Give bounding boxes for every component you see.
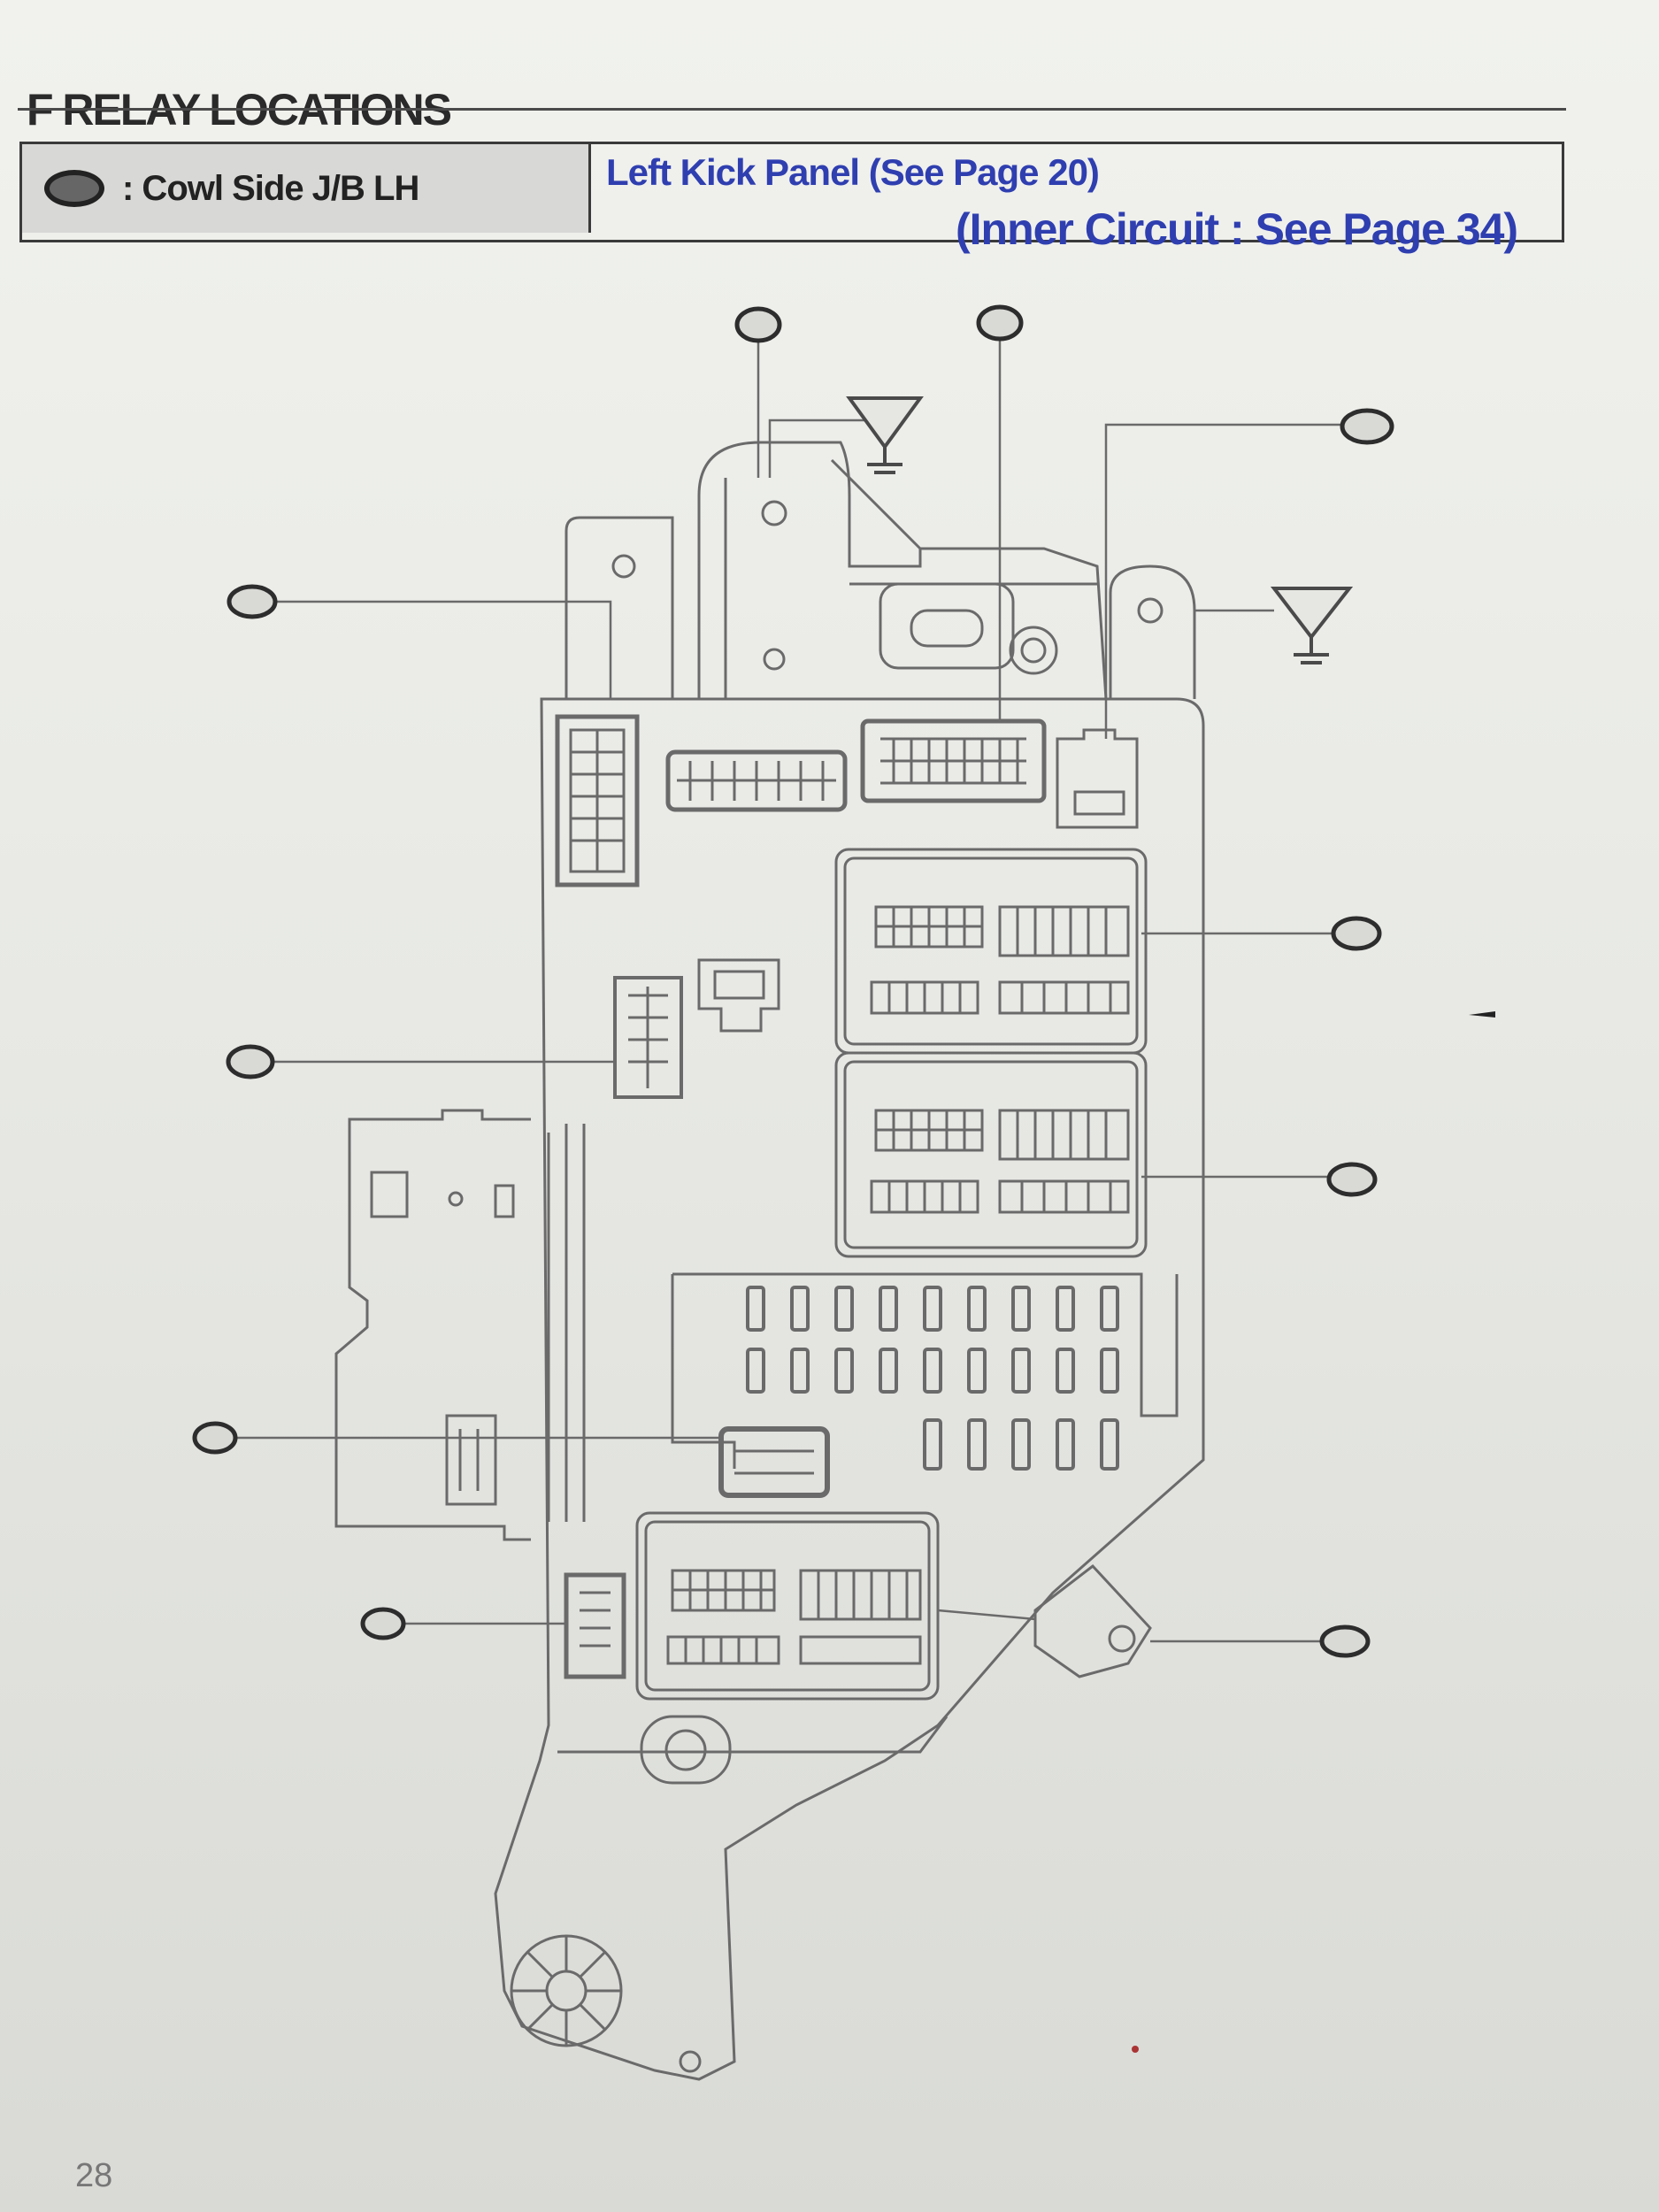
connector-callout-icon	[1340, 408, 1394, 445]
top-bracket-center	[697, 441, 1108, 700]
connector-callout-icon	[192, 1421, 238, 1455]
ground-tab	[1109, 565, 1196, 699]
oval-hole	[910, 609, 984, 648]
stud-washer-inner	[1020, 637, 1047, 664]
left-side-module	[334, 1109, 586, 1541]
fuse-row-middle	[746, 1348, 1119, 1394]
connector-top-left	[555, 714, 640, 887]
block-inner-edge	[557, 1716, 949, 1754]
fuse-row-top	[746, 1286, 1119, 1332]
relay-block-upper	[834, 848, 1148, 1055]
mount-hole	[761, 500, 787, 526]
ground-tab-hole	[1137, 597, 1164, 624]
mount-hole	[679, 2050, 702, 2073]
lower-right-bracket	[1033, 1563, 1152, 1678]
connector-top-center	[665, 749, 848, 812]
junction-block-outline	[494, 697, 1205, 2081]
top-bracket	[565, 516, 674, 699]
junction-block-label: : Cowl Side J/B LH	[122, 168, 419, 208]
connector-callout-icon	[1331, 916, 1382, 951]
bracket-hole	[1108, 1624, 1136, 1653]
connector-callout-icon	[226, 1044, 275, 1079]
connector-callout-icon	[734, 306, 782, 343]
connector-lower-center	[718, 1426, 830, 1498]
inner-circuit-link[interactable]: (Inner Circuit : See Page 34)	[956, 204, 1518, 254]
page-number: 28	[75, 2157, 113, 2194]
oval-recess	[879, 582, 1015, 670]
connector-callout-icon	[227, 584, 278, 619]
mount-wheel	[510, 1934, 623, 2047]
title-divider	[18, 108, 1566, 111]
connector-callout-icon	[1319, 1624, 1371, 1658]
bracket-slope	[830, 458, 922, 550]
fuse-row-bottom	[923, 1418, 1119, 1471]
location-info-box: : Cowl Side J/B LH Left Kick Panel (See …	[19, 142, 1564, 242]
key-cell: : Cowl Side J/B LH	[22, 144, 591, 233]
ground-symbol-icon	[1270, 587, 1354, 664]
fuse-panel	[671, 1272, 1179, 1469]
relay-block-middle	[834, 1051, 1148, 1258]
leader-lines	[234, 341, 1340, 1643]
location-link[interactable]: Left Kick Panel (See Page 20)	[606, 151, 1100, 193]
stray-mark	[1132, 2046, 1139, 2053]
connector-top-right	[860, 718, 1047, 803]
bottom-mount-hole-inner	[664, 1729, 707, 1771]
stray-mark	[1469, 1011, 1495, 1018]
bottom-mount-hole	[640, 1715, 732, 1785]
connector-mid-socket	[697, 958, 780, 1033]
connector-small-right	[1056, 728, 1139, 829]
connector-callout-icon	[976, 304, 1024, 342]
connector-callout-icon	[360, 1607, 406, 1640]
relay-block-lower	[635, 1511, 940, 1701]
mount-hole	[611, 554, 636, 579]
mount-hole	[763, 648, 786, 671]
connector-lower-left	[564, 1572, 626, 1679]
connector-callout-icon	[1326, 1162, 1378, 1197]
stud-washer	[1009, 626, 1058, 675]
connector-mid-left	[613, 976, 683, 1099]
junction-block-key-icon	[44, 170, 104, 207]
ground-symbol-icon	[846, 396, 924, 474]
